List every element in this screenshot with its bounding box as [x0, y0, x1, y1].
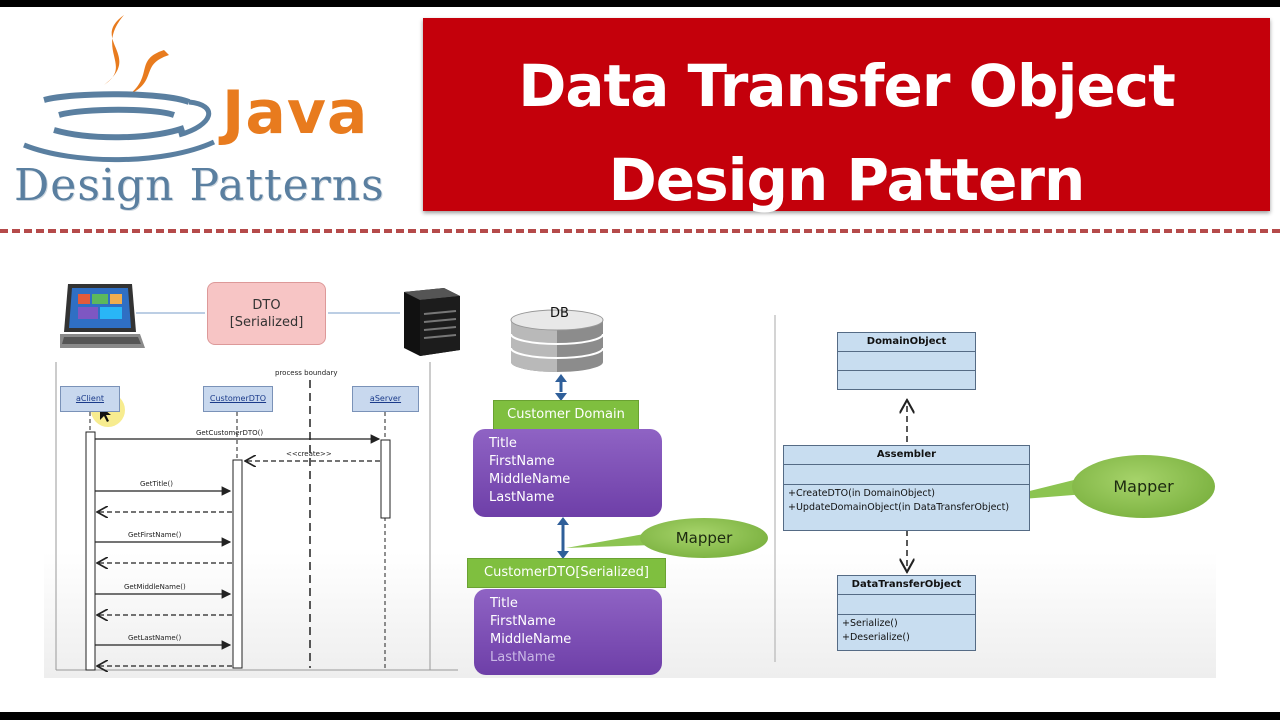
java-cup-logo-icon: [23, 15, 216, 163]
message-get-middle-name: GetMiddleName(): [124, 583, 186, 591]
server-icon: [404, 288, 460, 356]
dashed-separator: [0, 229, 1280, 233]
db-label: DB: [550, 306, 569, 321]
dto-box-subtitle: [Serialized]: [229, 315, 304, 330]
dto-box: DTO [Serialized]: [207, 282, 326, 345]
assembler-method-update-domain-object: +UpdateDomainObject(in DataTransferObjec…: [788, 502, 1010, 513]
domain-field-title: Title: [489, 436, 517, 451]
message-get-last-name: GetLastName(): [128, 634, 182, 642]
assembler-attributes: [784, 465, 1029, 485]
assembler-method-create-dto: +CreateDTO(in DomainObject): [788, 488, 936, 499]
laptop-icon: [60, 284, 145, 348]
dto-field-first-name: FirstName: [490, 614, 556, 629]
dto-method-serialize: +Serialize(): [842, 618, 898, 629]
customer-domain-label: Customer Domain: [493, 400, 639, 430]
message-create: <<create>>: [286, 450, 332, 458]
data-transfer-object-class-name: DataTransferObject: [838, 576, 975, 595]
domain-field-last-name: LastName: [489, 490, 555, 505]
message-get-first-name: GetFirstName(): [128, 531, 182, 539]
domain-object-class: DomainObject: [837, 332, 976, 390]
lifeline-customerdto: CustomerDTO: [203, 386, 273, 412]
mapper-bubble-middle: Mapper: [640, 518, 768, 558]
dto-field-title: Title: [490, 596, 518, 611]
lifeline-aclient: aClient: [60, 386, 120, 412]
customer-domain-fields: Title FirstName MiddleName LastName: [473, 429, 662, 517]
top-border: [0, 0, 1280, 7]
bottom-border: [0, 712, 1280, 720]
process-boundary-label: process boundary: [275, 369, 338, 377]
customer-dto-fields: Title FirstName MiddleName LastName: [474, 589, 662, 675]
java-logo-text: Java: [222, 78, 369, 148]
dto-method-deserialize: +Deserialize(): [842, 632, 910, 643]
title-banner: Data Transfer Object Design Pattern: [423, 18, 1270, 214]
mapper-label-middle: Mapper: [675, 529, 733, 547]
dto-box-title: DTO: [252, 298, 281, 313]
message-get-customer-dto: GetCustomerDTO(): [196, 429, 264, 437]
domain-object-class-name: DomainObject: [838, 333, 975, 352]
database-icon: [510, 309, 604, 372]
assembler-methods: +CreateDTO(in DomainObject) +UpdateDomai…: [784, 485, 1029, 517]
assembler-class-name: Assembler: [784, 446, 1029, 465]
customer-dto-label: CustomerDTO[Serialized]: [467, 558, 666, 588]
data-transfer-object-attributes: [838, 595, 975, 615]
dto-field-last-name: LastName: [490, 650, 556, 665]
title-line-2: Design Pattern: [608, 146, 1086, 214]
data-transfer-object-class: DataTransferObject +Serialize() +Deseria…: [837, 575, 976, 651]
title-line-1: Data Transfer Object: [518, 52, 1176, 120]
assembler-class: Assembler +CreateDTO(in DomainObject) +U…: [783, 445, 1030, 531]
design-patterns-logo-text: Design Patterns: [14, 160, 385, 211]
domain-object-methods: [838, 371, 975, 375]
domain-field-first-name: FirstName: [489, 454, 555, 469]
message-get-title: GetTitle(): [140, 480, 173, 488]
domain-object-attributes: [838, 352, 975, 371]
lifeline-aserver: aServer: [352, 386, 419, 412]
domain-field-middle-name: MiddleName: [489, 472, 571, 487]
data-transfer-object-methods: +Serialize() +Deserialize(): [838, 615, 975, 647]
mapper-bubble-right: Mapper: [1072, 455, 1215, 518]
dto-field-middle-name: MiddleName: [490, 632, 572, 647]
mapper-label-right: Mapper: [1113, 477, 1174, 496]
